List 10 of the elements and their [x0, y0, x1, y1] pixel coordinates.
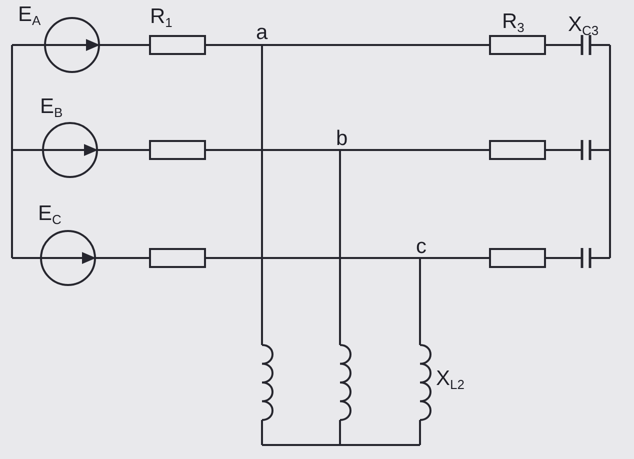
source-label: E$_{B}$	[40, 96, 63, 119]
source-label: E$_{A}$	[18, 4, 41, 27]
source-label: E$_{C}$	[38, 203, 62, 226]
node-label: c	[416, 236, 426, 257]
component-label: R$_{1}$	[150, 6, 172, 29]
component-label: X$_{L2}$	[436, 368, 464, 391]
component-label: R$_{3}$	[502, 11, 524, 34]
component-label: X$_{C3}$	[568, 14, 599, 37]
node-label: a	[256, 22, 268, 43]
node-label: b	[336, 128, 348, 149]
